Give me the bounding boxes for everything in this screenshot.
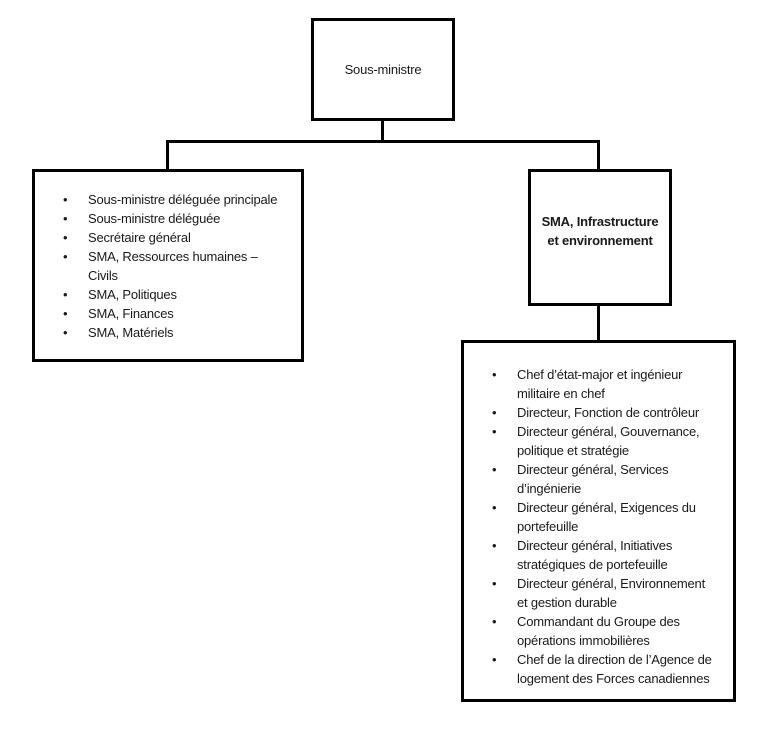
sma-reports-box: Chef d’état-major et ingénieur militaire… (461, 340, 736, 702)
list-item-text: Directeur, Fonction de contrôleur (517, 405, 699, 420)
list-item: Directeur général, Environnement et gest… (464, 574, 729, 612)
list-item: Directeur général, Services d’ingénierie (464, 460, 729, 498)
list-item-text: SMA, Politiques (88, 287, 177, 302)
connector-root-stub (381, 121, 384, 141)
list-item: SMA, Ressources humaines – Civils (35, 247, 297, 285)
list-item: Directeur, Fonction de contrôleur (464, 403, 729, 422)
list-item: SMA, Finances (35, 304, 297, 323)
list-item: Secrétaire général (35, 228, 297, 247)
list-item: Directeur général, Gouvernance, politiqu… (464, 422, 729, 460)
list-item-text: Directeur général, Gouvernance, politiqu… (517, 424, 700, 458)
list-item: Directeur général, Exigences du portefeu… (464, 498, 729, 536)
connector-sma-stub (597, 306, 600, 340)
list-item: SMA, Politiques (35, 285, 297, 304)
list-item-text: Chef de la direction de l’Agence de loge… (517, 652, 712, 686)
list-item: SMA, Matériels (35, 323, 297, 342)
list-item-text: Sous-ministre déléguée principale (88, 192, 278, 207)
sma-infrastructure-box: SMA, Infrastructure et environnement (528, 169, 672, 306)
list-item-text: Commandant du Groupe des opérations immo… (517, 614, 680, 648)
sma-infrastructure-label: SMA, Infrastructure et environnement (541, 213, 659, 248)
list-item-text: Sous-ministre déléguée (88, 211, 221, 226)
list-item: Chef d’état-major et ingénieur militaire… (464, 365, 729, 403)
root-box: Sous-ministre (311, 18, 455, 121)
sma-reports-list: Chef d’état-major et ingénieur militaire… (464, 343, 733, 688)
connector-horizontal (166, 140, 600, 143)
list-item-text: Chef d’état-major et ingénieur militaire… (517, 367, 683, 401)
list-item: Sous-ministre déléguée (35, 209, 297, 228)
list-item: Chef de la direction de l’Agence de loge… (464, 650, 729, 688)
list-item-text: SMA, Ressources humaines – Civils (88, 249, 258, 283)
list-item-text: Directeur général, Exigences du portefeu… (517, 500, 696, 534)
connector-right-drop (597, 140, 600, 169)
root-box-label: Sous-ministre (344, 62, 422, 77)
deputy-list-box: Sous-ministre déléguée principale Sous-m… (32, 169, 304, 362)
connector-left-drop (166, 140, 169, 169)
list-item-text: SMA, Matériels (88, 325, 174, 340)
list-item-text: Directeur général, Services d’ingénierie (517, 462, 669, 496)
list-item-text: Directeur général, Environnement et gest… (517, 576, 705, 610)
deputy-list: Sous-ministre déléguée principale Sous-m… (35, 172, 301, 342)
list-item-text: SMA, Finances (88, 306, 174, 321)
list-item: Commandant du Groupe des opérations immo… (464, 612, 729, 650)
list-item: Sous-ministre déléguée principale (35, 190, 297, 209)
list-item-text: Directeur général, Initiatives stratégiq… (517, 538, 673, 572)
list-item: Directeur général, Initiatives stratégiq… (464, 536, 729, 574)
list-item-text: Secrétaire général (88, 230, 191, 245)
